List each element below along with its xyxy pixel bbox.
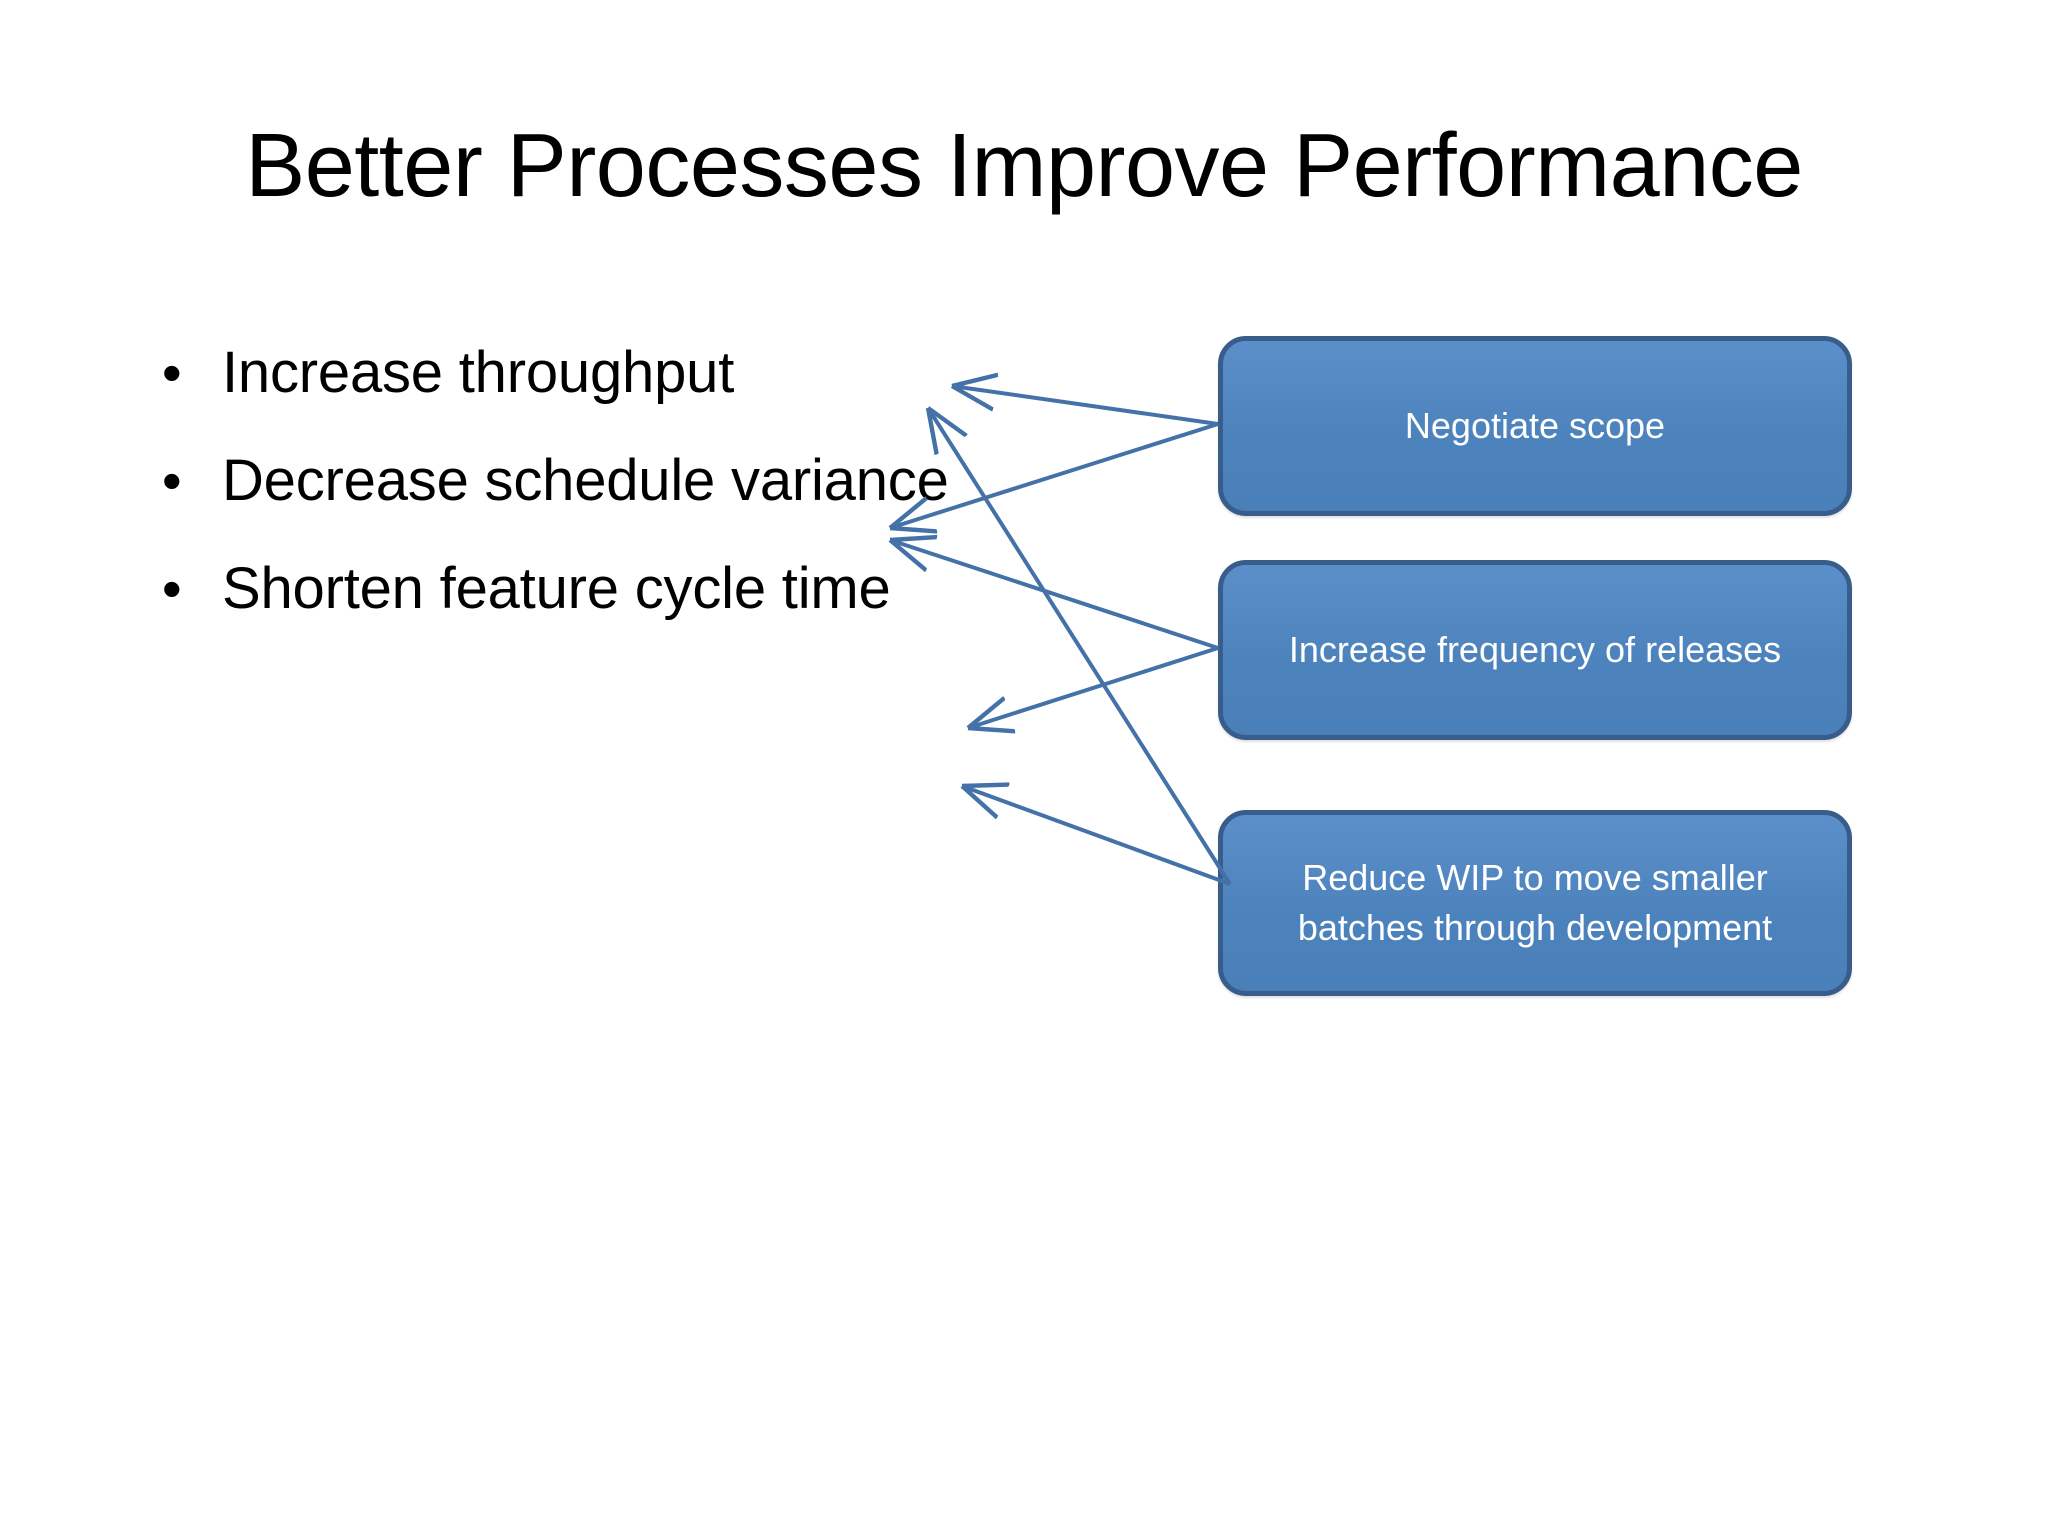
process-box-reduce-wip[interactable]: Reduce WIP to move smaller batches throu…: [1218, 810, 1852, 996]
bullet-point-icon: •: [162, 557, 182, 620]
process-box-label: Reduce WIP to move smaller batches throu…: [1297, 857, 1773, 948]
arrow-negotiate-scope-to-increase-throughput: [952, 386, 1219, 426]
bullet-point-icon: •: [162, 449, 182, 512]
list-item-label: Increase throughput: [222, 340, 735, 405]
list-item-label: Shorten feature cycle time: [222, 556, 891, 621]
list-item[interactable]: • Increase throughput: [150, 330, 970, 416]
page-title: Better Processes Improve Performance: [245, 116, 1803, 216]
process-box-label: Negotiate scope: [1404, 405, 1666, 446]
bullet-point-icon: •: [162, 341, 182, 404]
arrow-increase-frequency-to-shorten-feature-cycle-time: [968, 646, 1219, 728]
list-item-label: Decrease schedule variance: [222, 448, 949, 513]
bullet-list: • Increase throughput • Decrease schedul…: [150, 330, 970, 654]
process-box-increase-frequency-of-releases[interactable]: Increase frequency of releases: [1218, 560, 1852, 740]
process-box-label: Increase frequency of releases: [1288, 629, 1782, 670]
list-item[interactable]: • Decrease schedule variance: [150, 438, 970, 524]
process-box-negotiate-scope[interactable]: Negotiate scope: [1218, 336, 1852, 516]
arrow-reduce-wip-to-shorten-feature-cycle-time: [962, 786, 1231, 886]
arrow-reduce-wip-to-increase-throughput: [928, 408, 1232, 886]
list-item[interactable]: • Shorten feature cycle time: [150, 546, 970, 632]
